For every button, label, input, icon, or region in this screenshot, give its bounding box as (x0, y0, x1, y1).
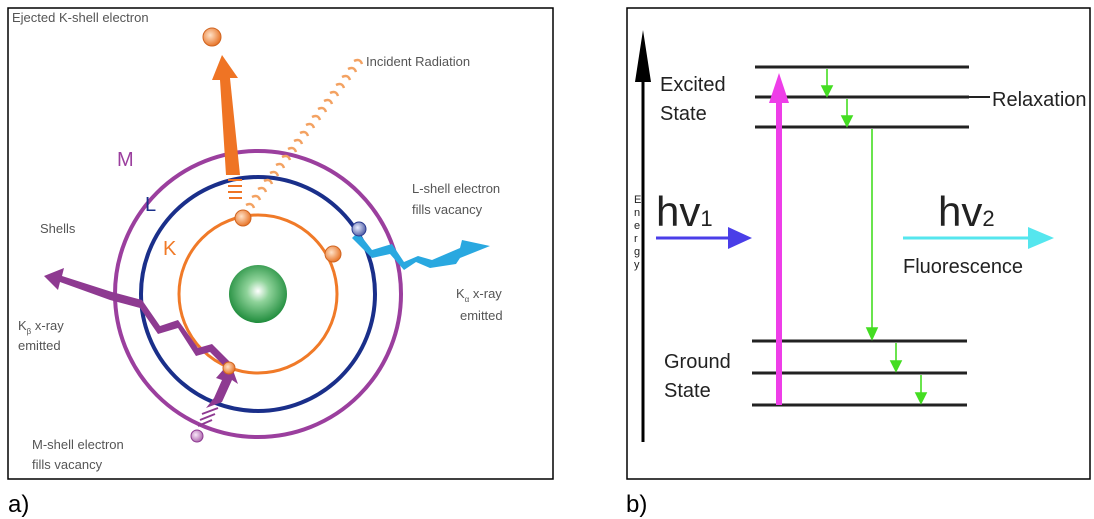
shells-label: Shells (40, 221, 76, 236)
l-shell-electron (351, 221, 367, 237)
m-shell-electron (190, 429, 204, 443)
k-shell-electron-top (234, 209, 252, 227)
nucleus (229, 265, 287, 323)
relaxation-label: Relaxation (992, 89, 1087, 111)
panel-a: M L K Ejected K-shell electron Incident … (7, 7, 554, 480)
energy-levels (752, 65, 969, 407)
energy-label: E n e r g y (634, 194, 644, 271)
ejected-electron-label: Ejected K-shell electron (12, 10, 149, 25)
shell-label-l: L (145, 194, 156, 216)
absorption-arrow-head (769, 73, 789, 103)
l-shell-orbit (139, 175, 377, 413)
caption-b: b) (626, 491, 647, 518)
excited-state-label-line1: Excited (660, 74, 726, 96)
hv2-label: hv2 (938, 188, 995, 235)
shell-label-m: M (117, 149, 134, 171)
m-shell-label-line1: M-shell electron (32, 437, 124, 452)
ka-xray-arrow (352, 232, 490, 270)
excited-state-label-line2: State (660, 103, 707, 125)
k-shell-vacancy-electron (222, 361, 236, 375)
k-shell-orbit (177, 213, 339, 375)
ejected-electron-arrow (212, 55, 242, 199)
incident-radiation-label: Incident Radiation (366, 54, 470, 69)
k-shell-electron-right (324, 245, 342, 263)
kb-xray-arrow (44, 268, 230, 368)
fluorescence-label: Fluorescence (903, 256, 1023, 278)
panel-b-frame (626, 7, 1091, 480)
kb-label-line2: emitted (18, 338, 61, 353)
l-shell-label-line2: fills vacancy (412, 202, 483, 217)
hv1-label: hv1 (656, 188, 713, 235)
incident-radiation-wave (245, 58, 364, 209)
ka-label-line2: emitted (460, 308, 503, 323)
hv2-arrow-head (1028, 227, 1054, 249)
energy-axis-head (635, 30, 651, 82)
l-shell-label-line1: L-shell electron (412, 181, 500, 196)
ground-state-label-line1: Ground (664, 351, 731, 373)
ground-state-label-line2: State (664, 380, 711, 402)
shell-label-k: K (163, 238, 177, 260)
ka-label-line1: Kα x-ray (456, 286, 502, 304)
caption-a: a) (8, 491, 29, 518)
ejected-electron (202, 27, 222, 47)
kb-label-line1: Kβ x-ray (18, 318, 64, 336)
m-shell-label-line2: fills vacancy (32, 457, 103, 472)
hv1-arrow-head (728, 227, 752, 249)
panel-b: E n e r g y (626, 7, 1091, 480)
relaxation-arrows (820, 69, 928, 405)
